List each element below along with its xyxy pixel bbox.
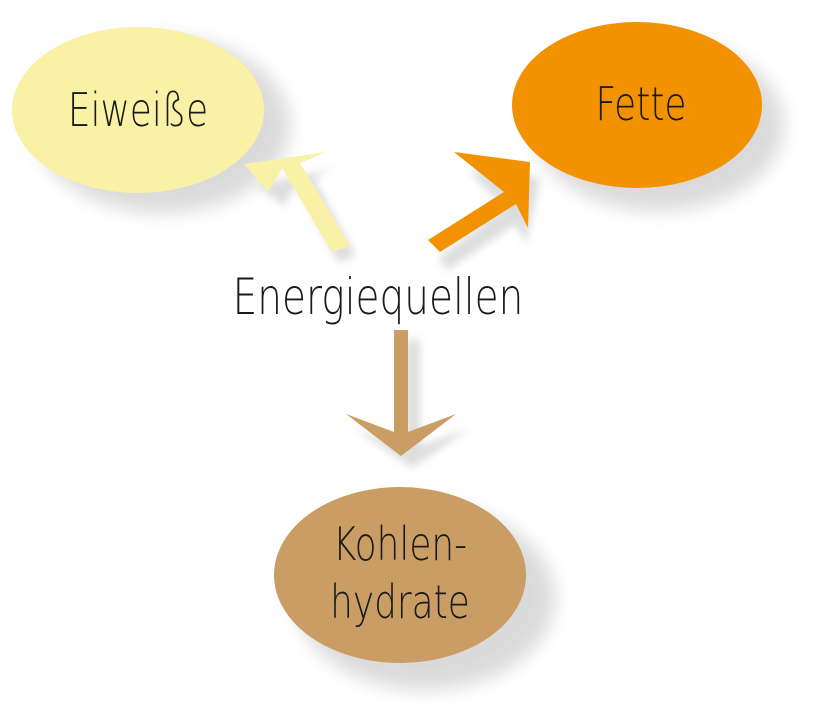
- kohlenhydrate-label-line-2: hydrate: [330, 576, 470, 630]
- fette-node: [512, 22, 762, 188]
- arrow-to-kohlenhydrate: [346, 330, 456, 456]
- center-label: Energiequellen: [233, 267, 524, 326]
- kohlenhydrate-label-line-1: Kohlen-: [333, 518, 467, 572]
- arrow-to-eiweisse: [244, 152, 350, 252]
- eiweisse-node: [12, 27, 264, 193]
- arrow-kohlenhydrate-shadow: [354, 340, 470, 468]
- kohlenhydrate-node: [274, 487, 526, 663]
- eiweisse-label: Eiweiße: [68, 84, 208, 138]
- arrow-to-fette: [428, 152, 530, 252]
- fette-label: Fette: [596, 78, 687, 132]
